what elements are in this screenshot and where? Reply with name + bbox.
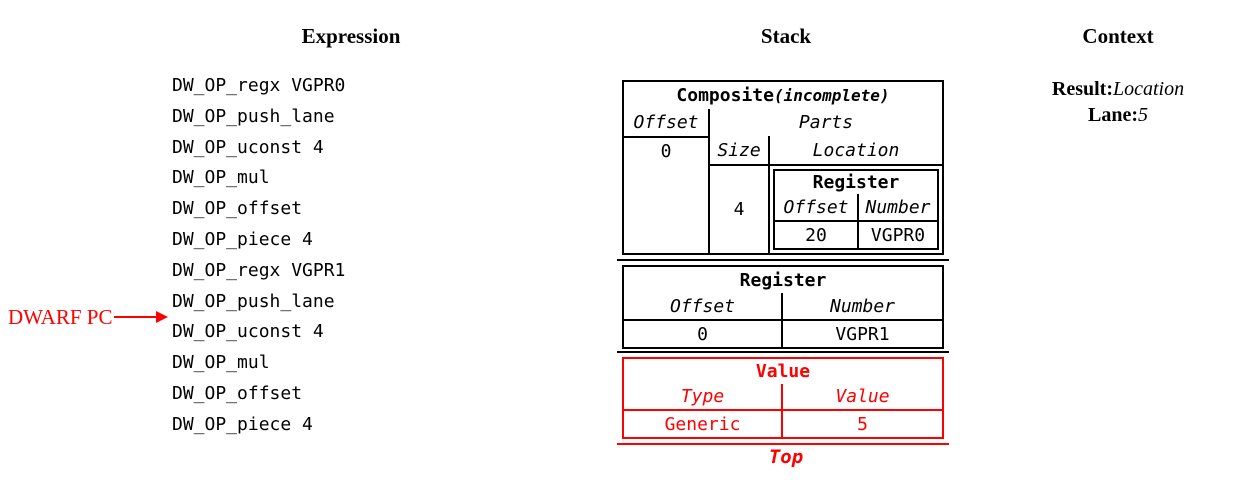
expression-op: DW_OP_uconst 4: [172, 136, 324, 158]
stack-top-label: Top: [768, 446, 804, 468]
nested-register-number-header: Number: [865, 196, 931, 218]
register-number-value: VGPR1: [835, 323, 890, 345]
dwarf-pc-marker: DWARF PC: [8, 305, 169, 329]
expression-op: DW_OP_mul: [172, 167, 270, 189]
nested-register-value-row: 20 VGPR0: [775, 220, 937, 248]
value-type-value: Generic: [624, 411, 783, 437]
expression-op: DW_OP_offset: [172, 198, 303, 220]
register-title: Register: [739, 269, 827, 291]
composite-title: Composite: [676, 85, 774, 106]
expression-op: DW_OP_push_lane: [172, 290, 335, 312]
stack-slot-separator: [617, 351, 949, 353]
nested-register-offset-value: 20: [775, 222, 859, 248]
expression-op: DW_OP_regx VGPR0: [172, 75, 346, 96]
value-title: Value: [755, 361, 811, 382]
expression-op: DW_OP_uconst 4: [172, 321, 324, 343]
composite-offset-header: Offset: [633, 112, 699, 133]
composite-size-header: Size: [710, 136, 770, 164]
register-value-row: 0 VGPR1: [624, 319, 942, 347]
dwarf-pc-arrow-icon: [114, 311, 169, 323]
stack-slot-separator: [617, 259, 949, 261]
expression-op: DW_OP_piece 4: [172, 413, 313, 435]
composite-location-header: Location: [812, 139, 900, 161]
register-number-header: Number: [829, 295, 896, 317]
value-header-row: Type Value: [624, 384, 942, 409]
expression-op: DW_OP_offset: [172, 382, 303, 404]
composite-parts-header: Parts: [798, 112, 854, 133]
dwarf-pc-label: DWARF PC: [8, 305, 113, 329]
expression-op: DW_OP_mul: [172, 352, 270, 374]
stack-entry-value: Value Type Value Generic 5: [622, 357, 944, 439]
expression-op-list: DW_OP_regx VGPR0 DW_OP_push_lane DW_OP_u…: [172, 71, 345, 441]
nested-register-title: Register: [812, 172, 900, 193]
composite-size-value: 4: [710, 166, 770, 253]
context-column-title: Context: [1082, 24, 1154, 48]
context-lane-line: Lane:5: [993, 103, 1241, 127]
register-offset-value: 0: [624, 321, 783, 347]
composite-parts-subheader: Size Location: [710, 136, 942, 164]
stack-top-separator: [617, 443, 949, 445]
expression-column-title: Expression: [301, 24, 401, 48]
composite-parts-column: Parts Size Location 4 Register Offset Nu…: [710, 109, 942, 253]
expression-op: DW_OP_piece 4: [172, 228, 313, 250]
nested-register-table: Register Offset Number 20 VGPR0: [773, 169, 939, 250]
context-lane-value: 5: [1138, 104, 1148, 126]
composite-offset-column: Offset 0: [624, 109, 710, 253]
composite-offset-value: 0: [660, 141, 672, 162]
expression-op: DW_OP_push_lane: [172, 105, 335, 127]
value-type-header: Type: [624, 384, 783, 409]
stack-entry-register: Register Offset Number 0 VGPR1: [622, 265, 944, 349]
context-lane-label: Lane:: [1088, 104, 1138, 126]
context-result-value: Location: [1112, 78, 1185, 100]
composite-location-cell: Register Offset Number 20 VGPR0: [770, 166, 942, 253]
context-result-line: Result:Location: [993, 77, 1241, 101]
value-value-value: 5: [857, 413, 868, 435]
composite-body: Offset 0 Parts Size Location 4 Register: [624, 109, 942, 253]
context-result-label: Result:: [1051, 78, 1113, 100]
value-value-header: Value: [835, 386, 890, 407]
nested-register-number-value: VGPR0: [870, 224, 926, 246]
expression-op: DW_OP_regx VGPR1: [172, 259, 346, 281]
composite-title-row: Composite(incomplete): [624, 82, 942, 109]
register-header-row: Offset Number: [624, 293, 942, 319]
stack-entry-composite: Composite(incomplete) Offset 0 Parts Siz…: [622, 80, 944, 255]
value-value-row: Generic 5: [624, 409, 942, 437]
composite-parts-row: 4 Register Offset Number 20 VGPR0: [710, 164, 942, 253]
composite-subtitle: (incomplete): [773, 86, 890, 105]
register-offset-header: Offset: [624, 293, 783, 319]
composite-offset-cell: 0: [624, 136, 708, 253]
stack-column-title: Stack: [760, 24, 812, 48]
nested-register-offset-header: Offset: [775, 194, 859, 220]
nested-register-header-row: Offset Number: [775, 194, 937, 220]
